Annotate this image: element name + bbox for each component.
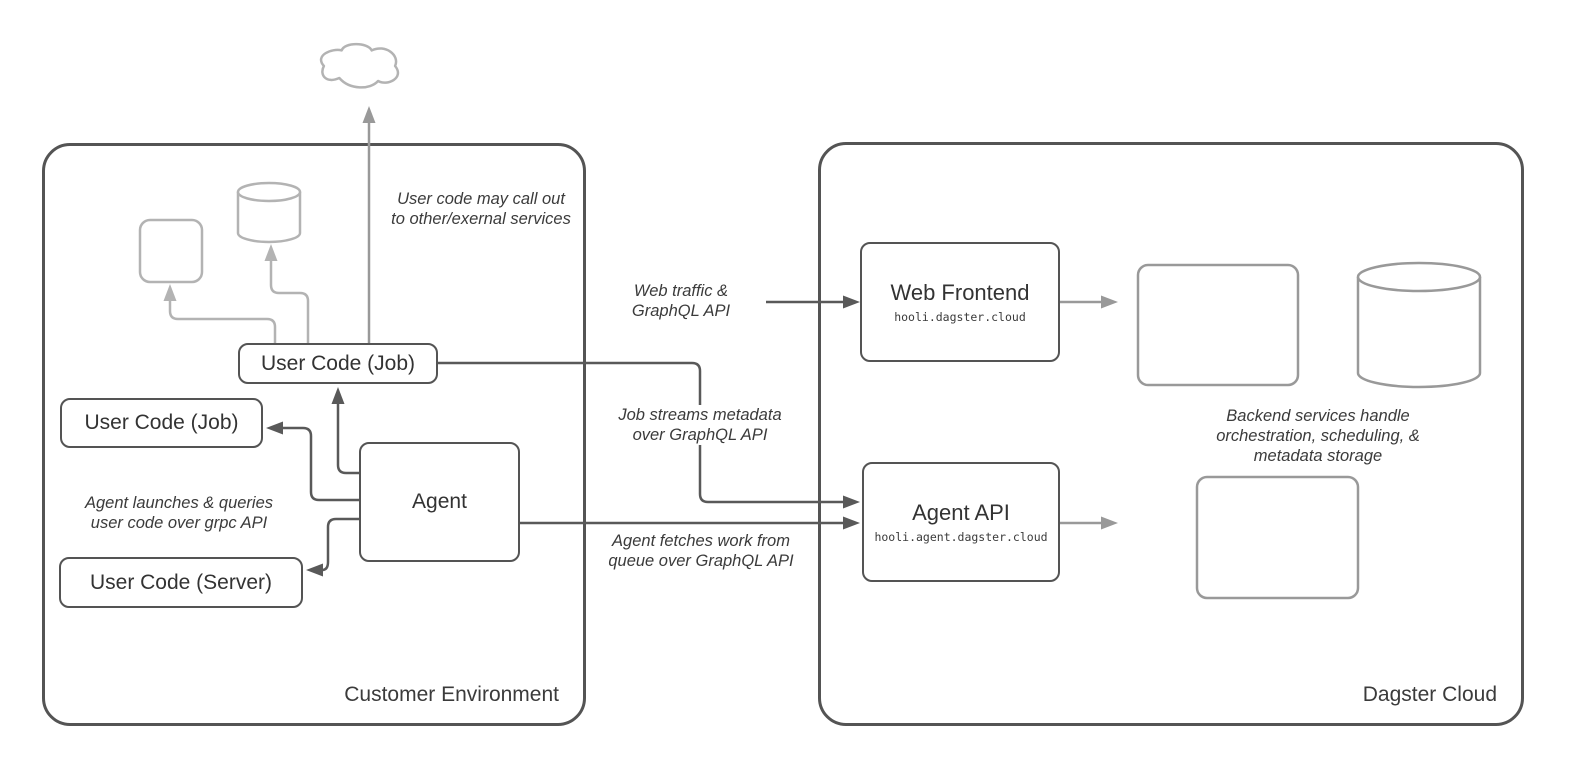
customer-environment-label: Customer Environment [344,683,559,706]
annotation-backend-services: Backend services handle orchestration, s… [1193,406,1443,466]
annotation-agent-launches: Agent launches & queries user code over … [64,493,294,533]
node-user-code-job-left: User Code (Job) [60,398,263,448]
node-agent: Agent [359,442,520,562]
annotation-job-streams: Job streams metadata over GraphQL API [590,405,810,445]
node-agent-api: Agent API hooli.agent.dagster.cloud [862,462,1060,582]
node-label: User Code (Job) [84,411,239,434]
annotation-external-callout: User code may call out to other/exernal … [383,189,579,229]
node-label: User Code (Server) [89,570,273,594]
annotation-web-traffic: Web traffic & GraphQL API [596,281,766,321]
node-label: User Code (Job) [260,351,416,375]
node-subtitle-url: hooli.dagster.cloud [894,310,1026,324]
cloud-icon [319,42,400,89]
node-title: Web Frontend [890,280,1030,305]
node-title: Agent API [912,500,1010,525]
annotation-agent-fetches: Agent fetches work from queue over Graph… [586,531,816,571]
node-subtitle-url: hooli.agent.dagster.cloud [874,530,1048,544]
node-user-code-job-top: User Code (Job) [238,343,438,384]
node-web-frontend: Web Frontend hooli.dagster.cloud [860,242,1060,362]
node-user-code-server: User Code (Server) [59,557,303,608]
dagster-cloud-label: Dagster Cloud [1362,683,1497,706]
node-label: Agent [412,490,467,513]
